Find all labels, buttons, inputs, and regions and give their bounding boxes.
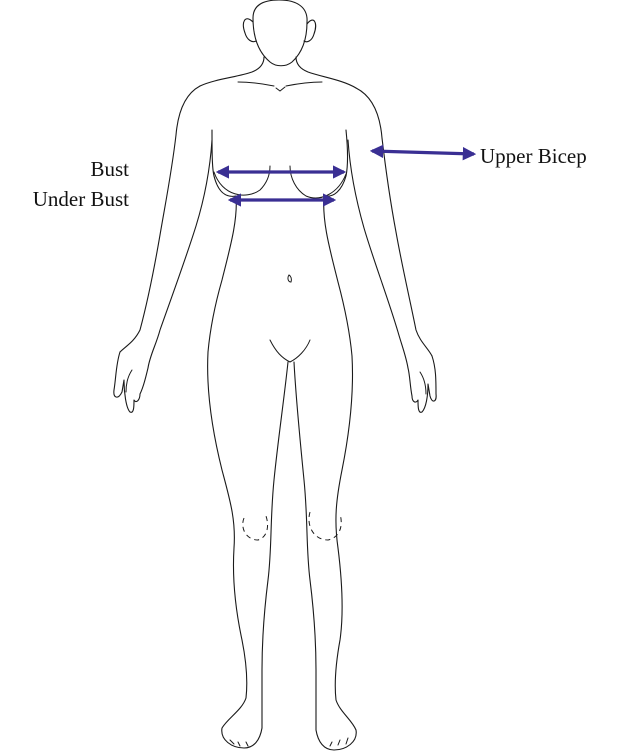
right-thumb (420, 372, 426, 394)
sternum-notch (276, 87, 285, 91)
pelvis-line (270, 340, 310, 362)
right-leg-inner (294, 362, 316, 730)
under-bust-label: Under Bust (33, 187, 129, 211)
right-toes (330, 738, 348, 746)
collarbone-left (238, 82, 274, 86)
upper-bicep-label: Upper Bicep (480, 144, 587, 168)
right-leg-outer (316, 356, 356, 750)
right-arm-inner (348, 140, 408, 368)
navel (288, 275, 291, 282)
left-thumb (126, 370, 132, 392)
right-hand (408, 356, 436, 412)
left-leg-inner (262, 362, 288, 728)
left-leg-outer (208, 352, 262, 748)
head-outline (253, 0, 307, 66)
upper-bicep-arrow (372, 151, 474, 154)
right-arm-outer (356, 88, 432, 356)
left-hand (114, 352, 148, 412)
bust-label: Bust (90, 157, 129, 181)
collarbone-right (286, 82, 322, 86)
torso-left (208, 130, 236, 352)
neck-left (200, 57, 264, 86)
body-figure (114, 0, 436, 750)
left-knee (243, 516, 268, 540)
torso-right (324, 130, 352, 356)
left-arm-inner (148, 140, 212, 368)
left-breast (214, 166, 270, 195)
left-arm-outer (120, 86, 200, 352)
